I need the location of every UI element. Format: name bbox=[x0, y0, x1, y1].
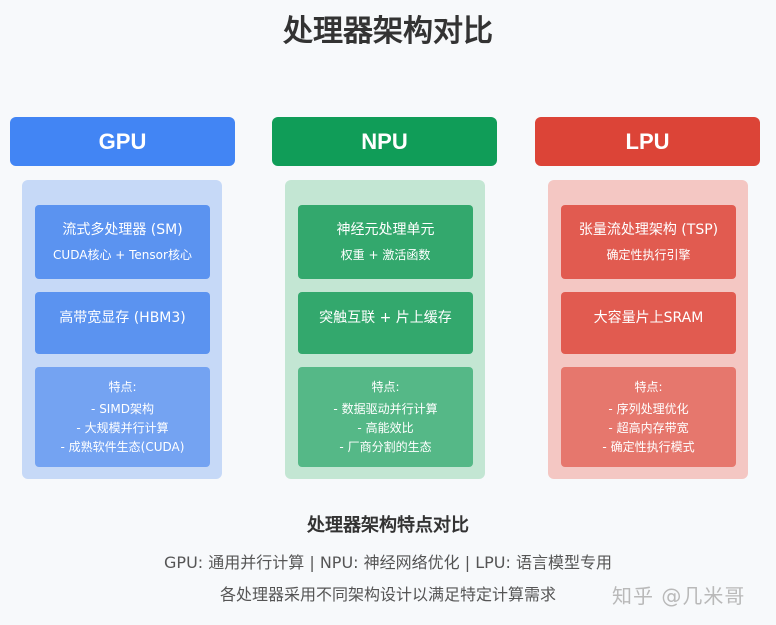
npu-features-title: 特点: bbox=[371, 379, 400, 394]
gpu-feature-item: - 成熟软件生态(CUDA) bbox=[60, 439, 185, 454]
npu-feature-item: - 高能效比 bbox=[357, 420, 414, 435]
gpu-features-box: 特点: - SIMD架构 - 大规模并行计算 - 成熟软件生态(CUDA) bbox=[35, 367, 210, 467]
gpu-features-title: 特点: bbox=[108, 379, 137, 394]
gpu-sm-subtitle: CUDA核心 + Tensor核心 bbox=[53, 248, 192, 262]
gpu-feature-item: - 大规模并行计算 bbox=[76, 420, 169, 435]
npu-neuron-box: 神经元处理单元 权重 + 激活函数 bbox=[298, 205, 473, 279]
lpu-feature-item: - 超高内存带宽 bbox=[608, 420, 689, 435]
npu-neuron-subtitle: 权重 + 激活函数 bbox=[340, 248, 431, 262]
gpu-panel: 流式多处理器 (SM) CUDA核心 + Tensor核心 高带宽显存 (HBM… bbox=[22, 180, 222, 479]
watermark: 知乎 @几米哥 bbox=[612, 584, 746, 608]
page-title: 处理器架构对比 bbox=[283, 14, 493, 49]
summary-line: GPU: 通用并行计算 | NPU: 神经网络优化 | LPU: 语言模型专用 bbox=[164, 553, 612, 572]
npu-feature-item: - 数据驱动并行计算 bbox=[333, 401, 438, 416]
gpu-sm-title: 流式多处理器 (SM) bbox=[62, 222, 183, 238]
lpu-panel: 张量流处理架构 (TSP) 确定性执行引擎 大容量片上SRAM 特点: - 序列… bbox=[548, 180, 748, 479]
npu-neuron-title: 神经元处理单元 bbox=[336, 222, 435, 238]
lpu-sram-title: 大容量片上SRAM bbox=[593, 310, 704, 326]
npu-interconnect-box: 突触互联 + 片上缓存 bbox=[298, 292, 473, 354]
lpu-sram-box: 大容量片上SRAM bbox=[561, 292, 736, 354]
npu-features-box: 特点: - 数据驱动并行计算 - 高能效比 - 厂商分割的生态 bbox=[298, 367, 473, 467]
npu-header: NPU bbox=[272, 117, 497, 166]
npu-feature-item: - 厂商分割的生态 bbox=[339, 439, 432, 454]
lpu-tsp-subtitle: 确定性执行引擎 bbox=[606, 248, 691, 262]
gpu-feature-item: - SIMD架构 bbox=[91, 401, 154, 416]
gpu-memory-box: 高带宽显存 (HBM3) bbox=[35, 292, 210, 354]
lpu-features-box: 特点: - 序列处理优化 - 超高内存带宽 - 确定性执行模式 bbox=[561, 367, 736, 467]
npu-interconnect-title: 突触互联 + 片上缓存 bbox=[319, 310, 452, 326]
lpu-tsp-title: 张量流处理架构 (TSP) bbox=[578, 222, 719, 238]
gpu-sm-box: 流式多处理器 (SM) CUDA核心 + Tensor核心 bbox=[35, 205, 210, 279]
lpu-features-title: 特点: bbox=[634, 379, 663, 394]
lpu-tsp-box: 张量流处理架构 (TSP) 确定性执行引擎 bbox=[561, 205, 736, 279]
summary-title: 处理器架构特点对比 bbox=[307, 515, 469, 536]
lpu-feature-item: - 序列处理优化 bbox=[608, 401, 689, 416]
gpu-memory-title: 高带宽显存 (HBM3) bbox=[59, 310, 186, 326]
gpu-header: GPU bbox=[10, 117, 235, 166]
npu-panel: 神经元处理单元 权重 + 激活函数 突触互联 + 片上缓存 特点: - 数据驱动… bbox=[285, 180, 485, 479]
lpu-feature-item: - 确定性执行模式 bbox=[602, 439, 695, 454]
lpu-header: LPU bbox=[535, 117, 760, 166]
summary-note: 各处理器采用不同架构设计以满足特定计算需求 bbox=[219, 585, 556, 604]
